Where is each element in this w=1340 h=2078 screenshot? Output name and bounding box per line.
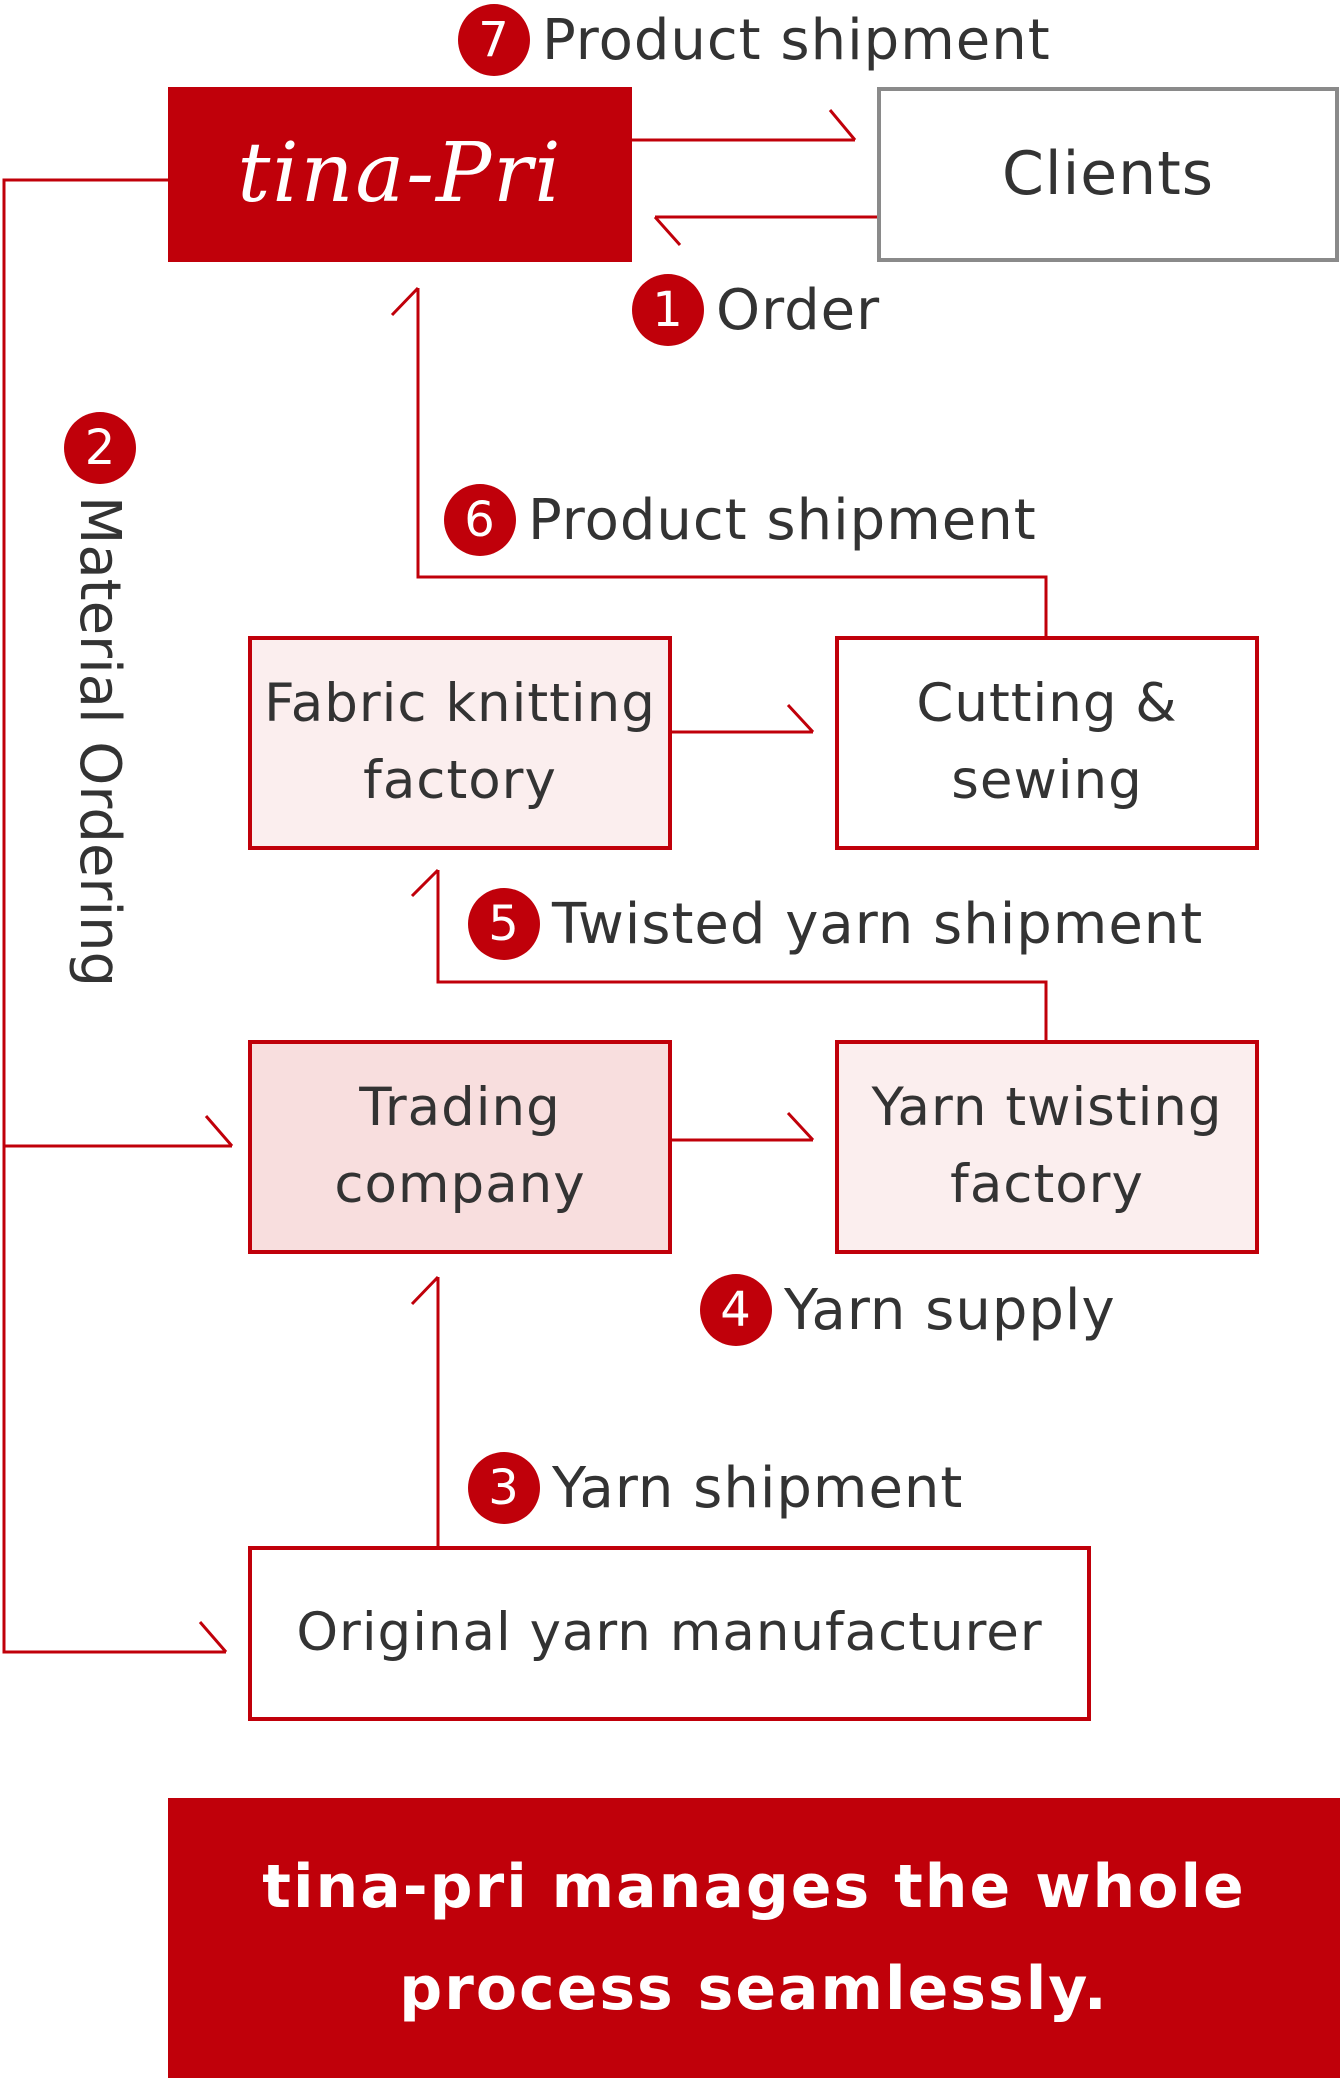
step-3-badge: 3 [468, 1452, 540, 1524]
original-yarn-manufacturer-box: Original yarn manufacturer [248, 1546, 1091, 1721]
cutting-sewing-line-2: sewing [951, 750, 1143, 811]
step-1-label: 1 Order [632, 272, 880, 348]
step-1-badge: 1 [632, 274, 704, 346]
trading-company-line-1: Trading [359, 1077, 561, 1139]
banner-line-2: process seamlessly. [399, 1954, 1109, 2024]
step-3-text: Yarn shipment [552, 1455, 964, 1521]
step-2-badge: 2 [64, 412, 136, 484]
arrow-yarn-supply [672, 1111, 815, 1142]
summary-banner: tina-pri manages the whole process seaml… [168, 1798, 1340, 2078]
fabric-knitting-line-2: factory [363, 750, 557, 811]
step-4-label: 4 Yarn supply [700, 1272, 1116, 1348]
step-5-badge: 5 [468, 888, 540, 960]
step-5-label: 5 Twisted yarn shipment [468, 886, 1203, 962]
step-5-text: Twisted yarn shipment [552, 891, 1204, 957]
arrow-material-ordering [2, 178, 234, 1654]
original-yarn-manufacturer-label: Original yarn manufacturer [296, 1602, 1043, 1664]
step-2-label: 2 Material Ordering [26, 412, 136, 1012]
clients-label: Clients [1002, 139, 1214, 209]
step-1-text: Order [716, 277, 881, 343]
step-7-text: Product shipment [542, 7, 1051, 73]
yarn-twisting-line-1: Yarn twisting [871, 1077, 1223, 1139]
banner-line-1: tina-pri manages the whole [262, 1852, 1246, 1922]
step-6-badge: 6 [444, 484, 516, 556]
tina-pri-box: tina-Pri [168, 87, 632, 262]
trading-company-line-2: company [334, 1154, 586, 1215]
step-4-text: Yarn supply [784, 1277, 1116, 1343]
arrow-twisted-yarn-shipment [410, 868, 1048, 1040]
cutting-sewing-box: Cutting & sewing [835, 636, 1259, 850]
trading-company-box: Trading company [248, 1040, 672, 1254]
step-7-badge: 7 [458, 4, 530, 76]
arrow-yarn-shipment [410, 1275, 440, 1546]
yarn-twisting-line-2: factory [950, 1154, 1144, 1215]
step-7-label: 7 Product shipment [458, 2, 1051, 78]
step-6-text: Product shipment [528, 487, 1037, 553]
step-2-text: Material Ordering [67, 496, 133, 988]
arrow-fabric-to-cutting [672, 703, 815, 734]
tina-pri-logo: tina-Pri [237, 126, 563, 222]
clients-box: Clients [877, 87, 1339, 262]
arrow-product-shipment-to-tinapri [390, 286, 1048, 636]
fabric-knitting-line-1: Fabric knitting [264, 673, 656, 735]
arrow-product-shipment-to-clients [632, 109, 857, 142]
step-6-label: 6 Product shipment [444, 482, 1037, 558]
step-3-label: 3 Yarn shipment [468, 1450, 963, 1526]
yarn-twisting-factory-box: Yarn twisting factory [835, 1040, 1259, 1254]
arrow-order-to-tinapri [653, 215, 877, 246]
step-4-badge: 4 [700, 1274, 772, 1346]
fabric-knitting-factory-box: Fabric knitting factory [248, 636, 672, 850]
cutting-sewing-line-1: Cutting & [916, 673, 1178, 735]
